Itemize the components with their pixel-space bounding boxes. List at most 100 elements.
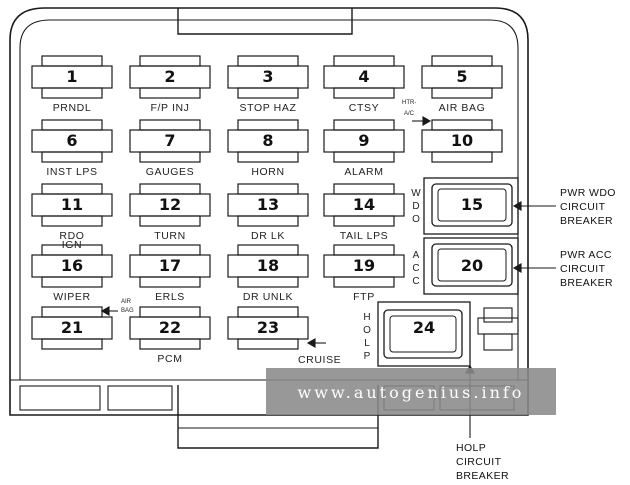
fuse-7-number: 7 bbox=[164, 131, 175, 150]
svg-text:CIRCUIT: CIRCUIT bbox=[456, 456, 502, 468]
fuse-21-number: 21 bbox=[61, 318, 83, 337]
fuse-22-label: PCM bbox=[157, 353, 182, 365]
label-wdo: W D O bbox=[411, 188, 421, 225]
svg-text:BREAKER: BREAKER bbox=[560, 277, 613, 289]
panel-top-tab bbox=[177, 8, 353, 35]
watermark-text: www.autogenius.info bbox=[298, 383, 525, 402]
fuse-12-label: TURN bbox=[154, 230, 186, 242]
panel-bottom-tab bbox=[177, 385, 379, 449]
svg-text:HOLP: HOLP bbox=[456, 442, 486, 454]
fuse-1-label: PRNDL bbox=[53, 102, 92, 114]
svg-text:O: O bbox=[363, 325, 371, 336]
fuse-5-number: 5 bbox=[456, 67, 467, 86]
svg-text:O: O bbox=[412, 214, 420, 225]
label-htr-a: HTR- bbox=[402, 100, 416, 106]
fuse-9-label: ALARM bbox=[344, 166, 383, 178]
panel-outline bbox=[9, 7, 529, 416]
svg-text:L: L bbox=[364, 338, 370, 349]
fuse-12-number: 12 bbox=[159, 195, 181, 214]
fuse-16-number: 16 bbox=[61, 256, 83, 275]
fuse-17-number: 17 bbox=[159, 256, 181, 275]
fuse-17-label: ERLS bbox=[155, 291, 185, 303]
label-htr-b: A/C bbox=[404, 111, 415, 117]
breaker-24[interactable]: 24 bbox=[377, 301, 471, 367]
svg-text:H: H bbox=[363, 312, 370, 323]
svg-text:P: P bbox=[364, 351, 371, 362]
callout-pwr-acc: PWR ACC CIRCUIT BREAKER bbox=[560, 249, 613, 289]
fuse-16-label: WIPER bbox=[53, 291, 90, 303]
fuse-5-label: AIR BAG bbox=[439, 102, 486, 114]
fuse-21[interactable]: 21 bbox=[31, 306, 113, 350]
fuse-3-label: STOP HAZ bbox=[240, 102, 297, 114]
fuse-14-label: TAIL LPS bbox=[340, 230, 389, 242]
fuse-6-number: 6 bbox=[66, 131, 77, 150]
svg-text:PWR ACC: PWR ACC bbox=[560, 249, 612, 261]
fuse-3-number: 3 bbox=[262, 67, 273, 86]
fuse-19-label: FTP bbox=[353, 291, 375, 303]
fuse-8-number: 8 bbox=[262, 131, 273, 150]
breaker-24-number: 24 bbox=[413, 318, 435, 337]
fuse-2-label: F/P INJ bbox=[150, 102, 189, 114]
fuse-18[interactable]: 18 DR UNLK bbox=[227, 244, 309, 303]
svg-text:PWR WDO: PWR WDO bbox=[560, 187, 616, 199]
svg-text:D: D bbox=[412, 201, 419, 212]
label-holp: H O L P bbox=[363, 312, 371, 362]
svg-text:BREAKER: BREAKER bbox=[560, 215, 613, 227]
fuse-23-number: 23 bbox=[257, 318, 279, 337]
breaker-15[interactable]: 15 bbox=[423, 177, 519, 235]
fuse-18-label: DR UNLK bbox=[243, 291, 293, 303]
svg-text:A: A bbox=[413, 250, 420, 261]
fuse-4-label: CTSY bbox=[349, 102, 379, 114]
fuse-11-label: RDO bbox=[59, 230, 84, 242]
label-air-b: BAG bbox=[121, 308, 134, 314]
fuse-6-label: INST LPS bbox=[46, 166, 97, 178]
breaker-20-number: 20 bbox=[461, 256, 483, 275]
svg-text:C: C bbox=[412, 276, 419, 287]
label-acc: A C C bbox=[412, 250, 419, 287]
fuse-11-number: 11 bbox=[61, 195, 83, 214]
fuse-10[interactable]: 10 bbox=[421, 119, 503, 163]
breaker-15-number: 15 bbox=[461, 195, 483, 214]
callout-pwr-wdo: PWR WDO CIRCUIT BREAKER bbox=[560, 187, 616, 227]
fuse-22-number: 22 bbox=[159, 318, 181, 337]
fuse-2-number: 2 bbox=[164, 67, 175, 86]
fuse-13-number: 13 bbox=[257, 195, 279, 214]
fuse-4-number: 4 bbox=[358, 67, 369, 86]
fuse-1-number: 1 bbox=[66, 67, 77, 86]
fuse-18-number: 18 bbox=[257, 256, 279, 275]
fuse-23[interactable]: 23 bbox=[227, 306, 309, 350]
svg-text:CIRCUIT: CIRCUIT bbox=[560, 263, 606, 275]
svg-text:BREAKER: BREAKER bbox=[456, 470, 509, 482]
label-ign: IGN bbox=[62, 239, 82, 251]
fuse-7-label: GAUGES bbox=[146, 166, 195, 178]
label-air-a: AIR bbox=[121, 299, 132, 305]
fuse-9-number: 9 bbox=[358, 131, 369, 150]
svg-text:CIRCUIT: CIRCUIT bbox=[560, 201, 606, 213]
fuse-19-number: 19 bbox=[353, 256, 375, 275]
label-cruise: CRUISE bbox=[298, 354, 341, 366]
panel-inner-frame bbox=[19, 19, 519, 380]
fuse-13[interactable]: 13 DR LK bbox=[227, 183, 309, 242]
svg-text:W: W bbox=[411, 188, 421, 199]
breaker-20[interactable]: 20 bbox=[423, 237, 519, 295]
watermark-background bbox=[266, 368, 556, 415]
fuse-13-label: DR LK bbox=[251, 230, 285, 242]
fuse-2[interactable]: 2F/P INJ bbox=[129, 55, 211, 114]
